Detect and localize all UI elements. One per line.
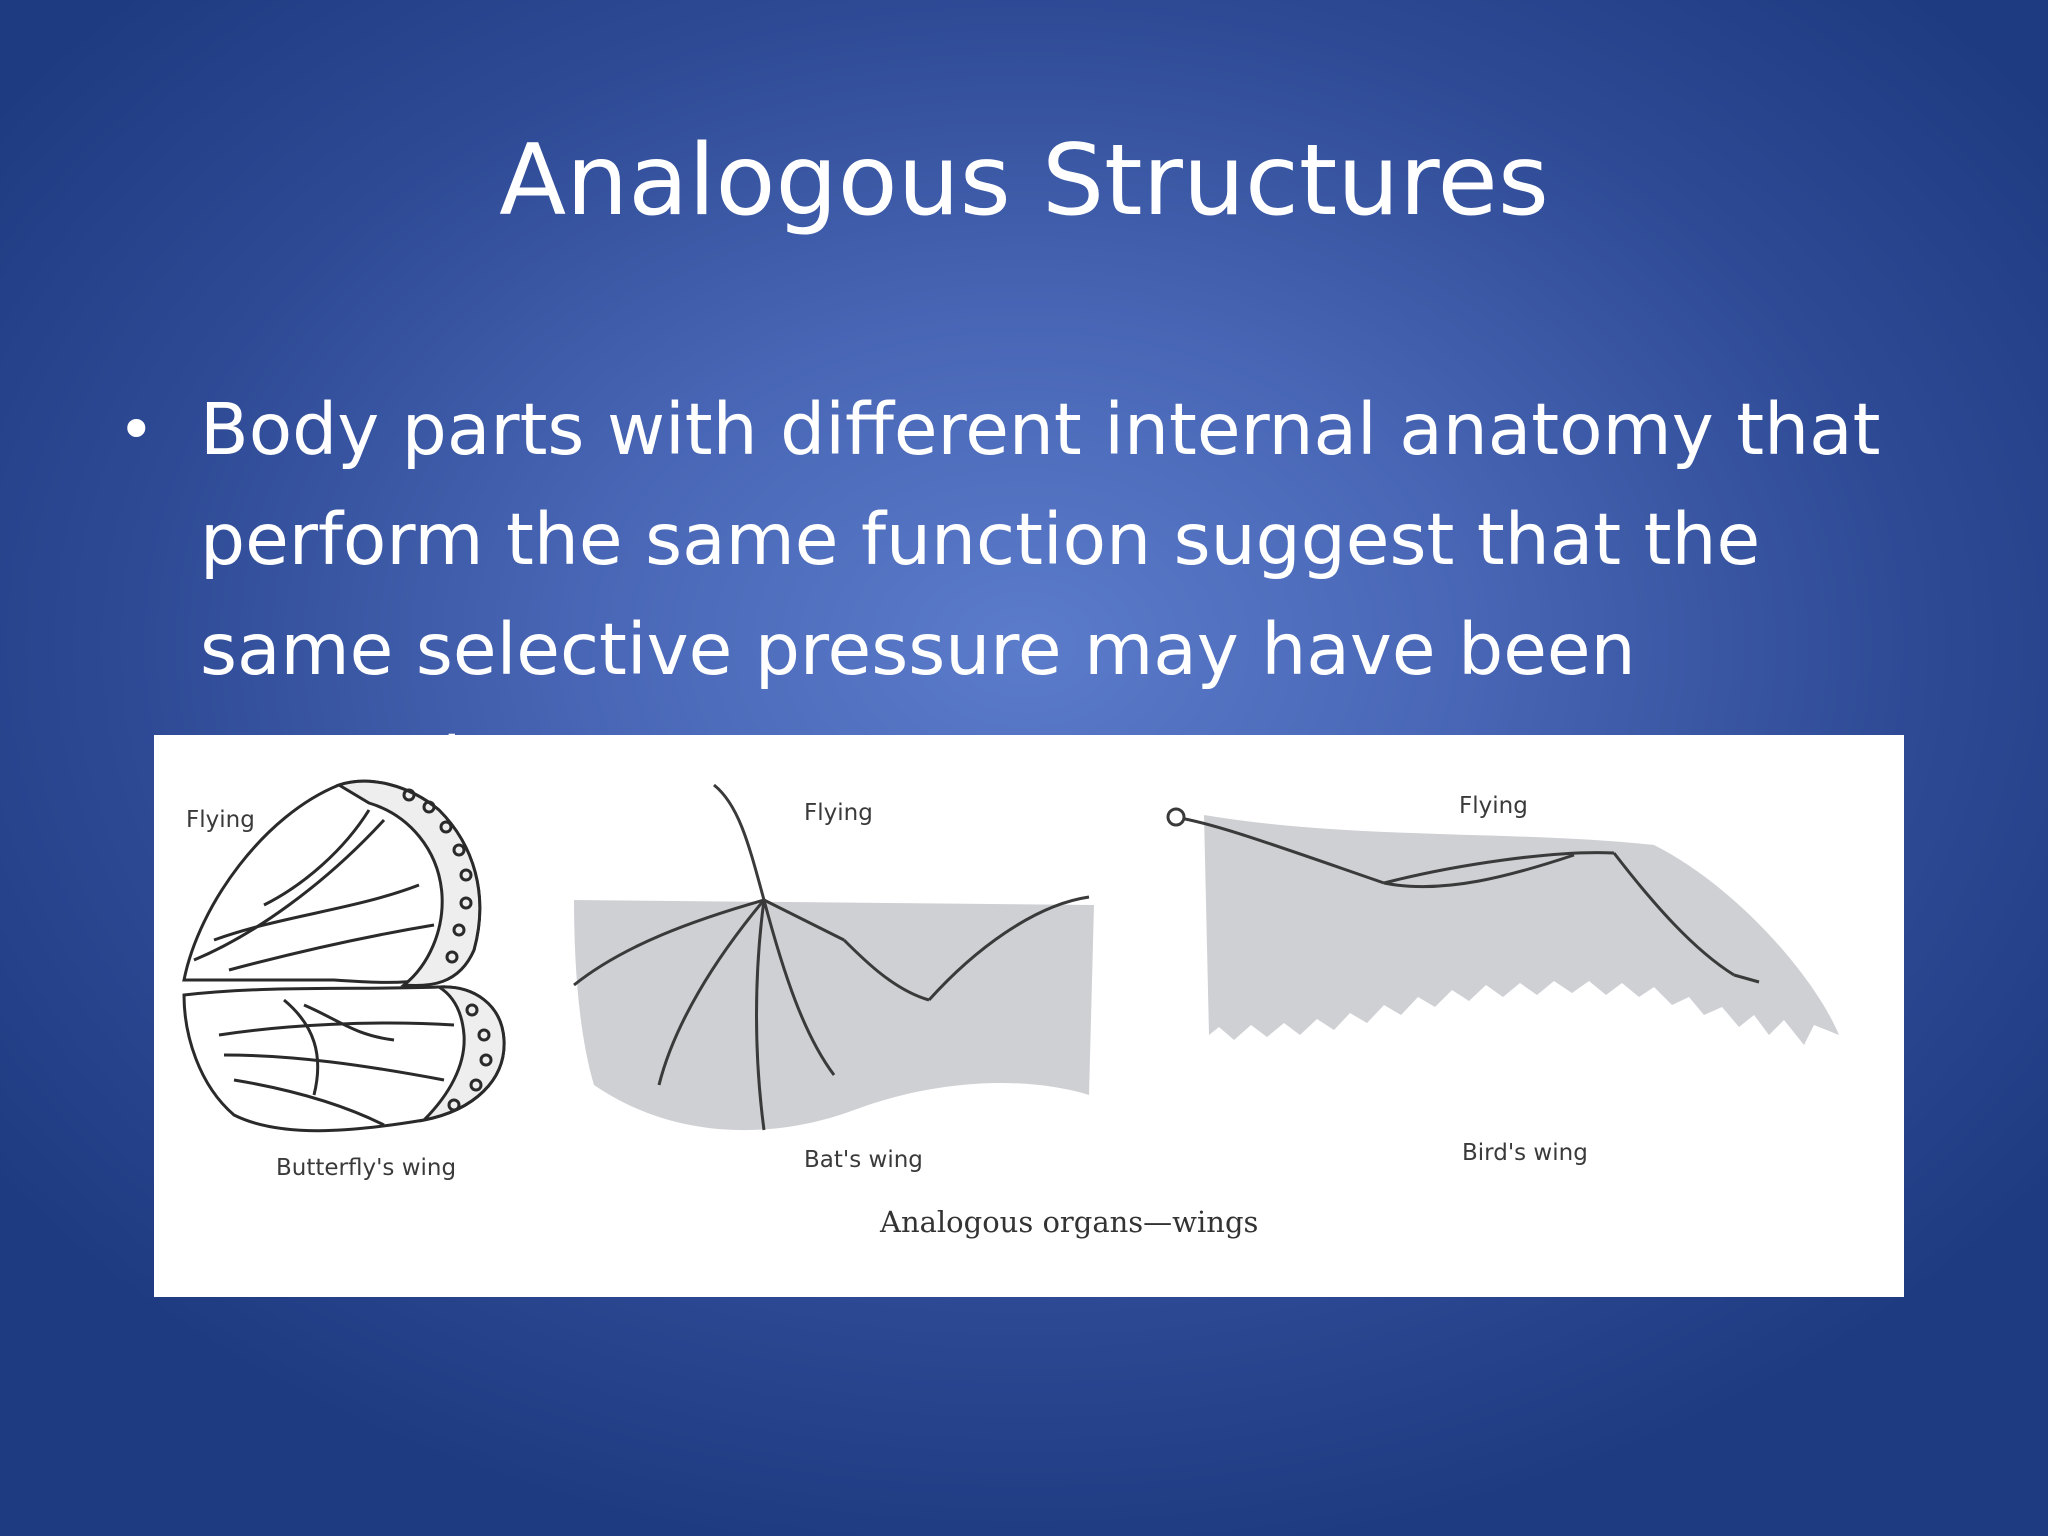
- wings-figure: Flying: [154, 735, 1904, 1297]
- bird-flying-label: Flying: [1459, 793, 1528, 819]
- bat-wing-icon: [573, 783, 1094, 1131]
- bat-wing-panel: Flying Bat's wi: [573, 783, 1094, 1173]
- bat-flying-label: Flying: [804, 800, 873, 826]
- bat-wing-label: Bat's wing: [804, 1147, 923, 1173]
- bullet-marker: •: [118, 393, 155, 466]
- butterfly-wing-icon: [182, 779, 506, 1133]
- butterfly-flying-label: Flying: [186, 807, 255, 833]
- butterfly-wing-label: Butterfly's wing: [276, 1155, 456, 1181]
- bird-wing-label: Bird's wing: [1462, 1140, 1588, 1166]
- figure-caption: Analogous organs—wings: [879, 1205, 1258, 1239]
- bird-wing-panel: Flying Bird's wing: [1166, 793, 1839, 1166]
- bullet-point: • Body parts with different internal ana…: [118, 375, 1918, 735]
- bullet-text: Body parts with different internal anato…: [200, 388, 1881, 735]
- slide-title: Analogous Structures: [499, 124, 1549, 238]
- butterfly-wing-panel: Flying: [182, 779, 506, 1181]
- bird-wing-icon: [1166, 807, 1839, 1045]
